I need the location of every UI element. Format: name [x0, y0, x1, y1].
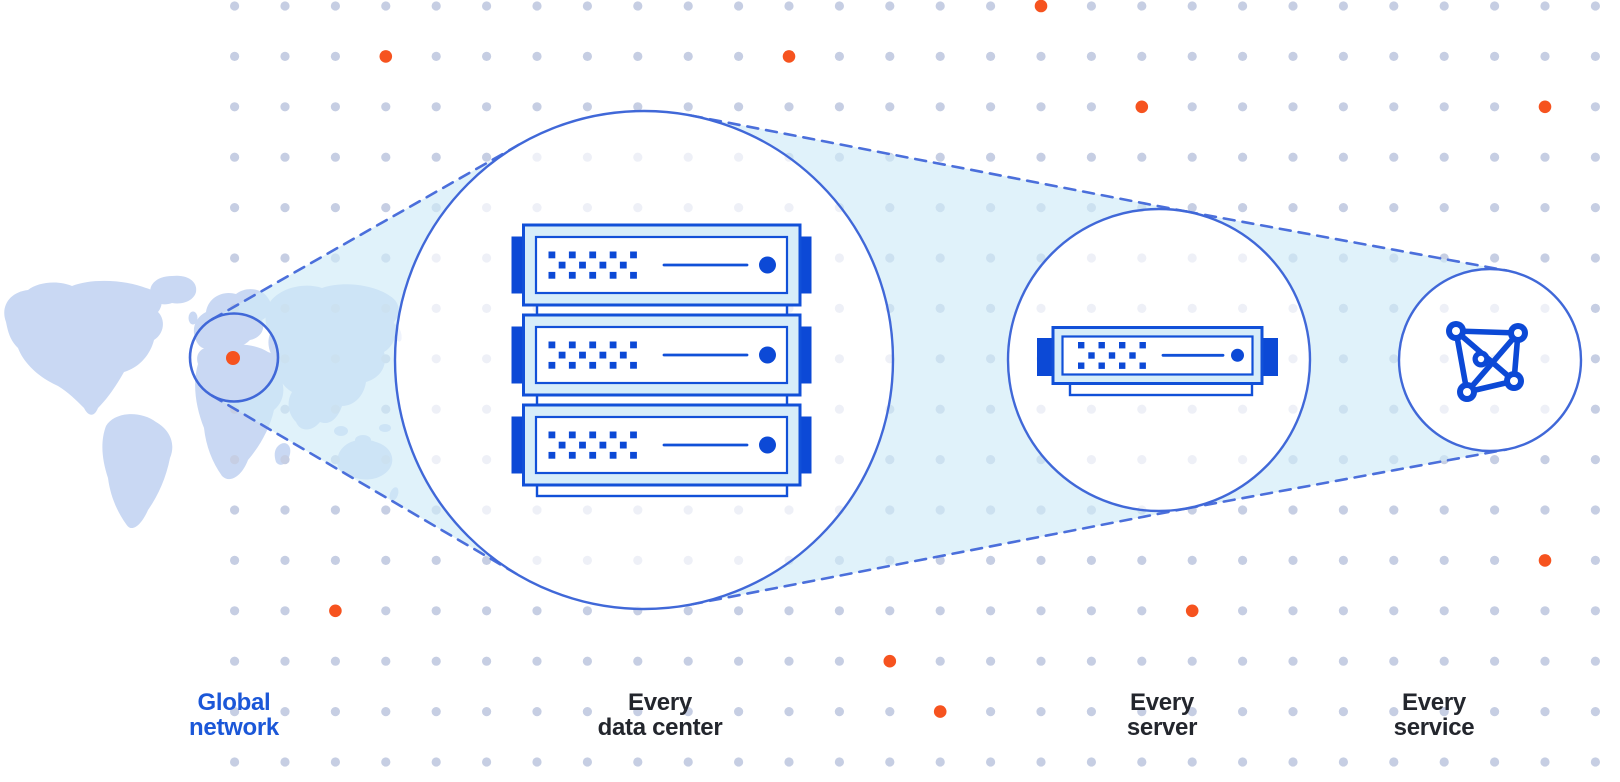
server-faceplate: [534, 235, 789, 295]
label-line: Global: [197, 689, 271, 716]
label-global-network: Global network: [189, 690, 279, 740]
rack-ear: [511, 236, 524, 294]
server-unit: [511, 403, 812, 487]
server-stack-icon: [511, 223, 812, 498]
beam-datacenter-to-server: [691, 115, 1188, 605]
dashed-line: [1185, 448, 1508, 510]
south-america-landmass: [102, 414, 173, 529]
zoom-beams: [212, 115, 1507, 605]
mesh-network-icon: [1446, 321, 1528, 402]
label-line: Every: [1130, 689, 1194, 716]
label-line: service: [1393, 714, 1475, 741]
server-power-led: [759, 256, 776, 274]
greenland-landmass: [150, 275, 197, 305]
north-america-landmass: [4, 280, 163, 415]
rack-ear: [1262, 338, 1278, 376]
label-line: server: [1126, 714, 1198, 741]
label-every-server: Every server: [1126, 689, 1198, 741]
server-vent-dots: [548, 251, 1146, 459]
beam-server-to-service: [1186, 211, 1507, 509]
label-every-service: Every service: [1394, 690, 1475, 740]
globe-highlight-circle: [188, 312, 280, 403]
uk-island: [188, 311, 198, 325]
beam-globe-to-datacenter: [212, 144, 520, 576]
server-icon: [1037, 326, 1278, 397]
rack-ear: [799, 326, 812, 384]
rack-ear: [799, 236, 812, 294]
label-line: Every: [628, 689, 692, 716]
africa-landmass: [195, 344, 284, 480]
dashed-line: [690, 506, 1189, 606]
rack-ear: [511, 326, 524, 384]
globe-location-marker: [226, 351, 240, 365]
server-power-led: [1231, 348, 1244, 362]
rack-ear: [1037, 338, 1053, 376]
server-power-led: [759, 346, 776, 364]
dashed-line: [690, 114, 1189, 214]
label-every-data-center: Every data center: [598, 690, 723, 740]
rack-ear: [511, 416, 524, 474]
server-unit: [511, 313, 812, 397]
dashed-line: [1185, 210, 1508, 272]
label-line: Every: [1402, 689, 1466, 716]
dashed-line: [210, 394, 521, 577]
mesh-nodes: [1446, 321, 1528, 402]
server-power-led: [759, 436, 776, 454]
dashed-zoom-lines: [210, 114, 1508, 606]
dashed-line: [210, 143, 521, 321]
server-faceplate: [534, 415, 789, 475]
server-faceplate: [534, 325, 789, 385]
label-line: network: [189, 714, 279, 741]
label-line: data center: [597, 714, 723, 741]
server-unit: [511, 223, 812, 307]
rack-ear: [799, 416, 812, 474]
